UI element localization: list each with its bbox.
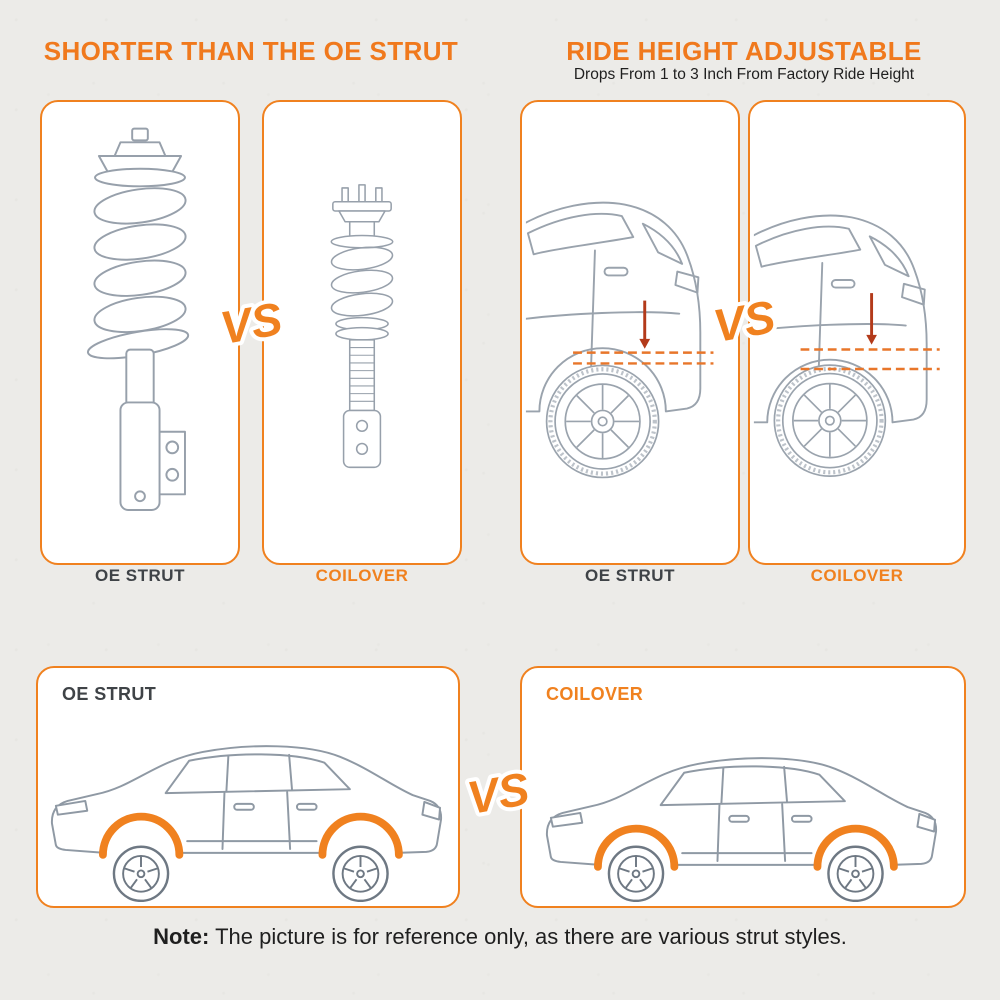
ride-height-arrow-oe bbox=[573, 300, 714, 365]
vs-badge-bottom: VS bbox=[459, 758, 537, 828]
subheading-drop-range: Drops From 1 to 3 Inch From Factory Ride… bbox=[573, 66, 915, 83]
ride-height-arrow-coilover bbox=[800, 293, 940, 371]
label-oe-strut: OE STRUT bbox=[95, 566, 185, 585]
suv-side-lowered-drawing bbox=[522, 690, 964, 902]
vs-label: VS bbox=[709, 290, 779, 352]
suv-side-factory-height-drawing bbox=[38, 690, 458, 902]
note-text: The picture is for reference only, as th… bbox=[209, 924, 847, 949]
panel-suv-rear-coilover bbox=[748, 100, 966, 565]
heading-shorter-than-oe: SHORTER THAN THE OE STRUT bbox=[43, 36, 459, 66]
vs-label: VS bbox=[463, 762, 533, 824]
panel-suv-side-oe: OE STRUT bbox=[36, 666, 460, 908]
panel-suv-rear-oe bbox=[520, 100, 740, 565]
inner-label-oe-strut: OE STRUT bbox=[62, 684, 157, 704]
label-coilover: COILOVER bbox=[315, 566, 409, 585]
panel-oe-strut-illustration bbox=[40, 100, 240, 565]
panel-suv-side-coilover: COILOVER bbox=[520, 666, 966, 908]
note: Note: The picture is for reference only,… bbox=[0, 924, 1000, 950]
panel-coilover-illustration bbox=[262, 100, 462, 565]
inner-label-coilover: COILOVER bbox=[546, 684, 644, 704]
suv-rear-factory-height-drawing bbox=[525, 201, 714, 563]
note-prefix: Note: bbox=[153, 924, 210, 949]
label-oe-strut-rear: OE STRUT bbox=[585, 566, 675, 585]
label-coilover-rear: COILOVER bbox=[810, 566, 904, 585]
vs-badge-struts: VS bbox=[212, 288, 290, 358]
vs-badge-ride-height: VS bbox=[705, 286, 783, 356]
vs-label: VS bbox=[216, 292, 286, 354]
heading-ride-height-adjustable: RIDE HEIGHT ADJUSTABLE bbox=[566, 36, 922, 66]
coilover-line-drawing bbox=[292, 168, 432, 498]
suv-rear-lowered-drawing bbox=[753, 214, 940, 563]
oe-strut-line-drawing bbox=[52, 121, 228, 545]
